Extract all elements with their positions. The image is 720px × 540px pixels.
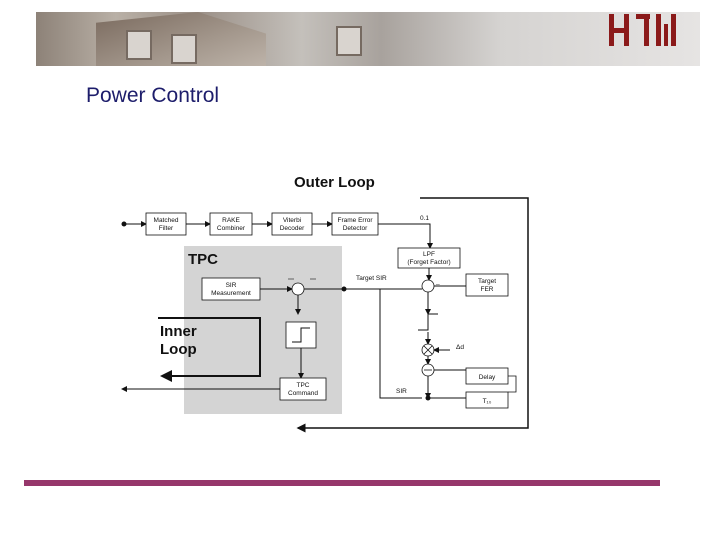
outer-loop-wire (296, 197, 529, 433)
target-fer-block (465, 273, 509, 297)
tpc-label: TPC (188, 251, 218, 268)
sir-measurement-label: SIR (226, 282, 237, 289)
target-sir-label: Target SIR (356, 275, 387, 282)
target-fer-label: Target (478, 278, 496, 285)
outer-loop-label: Outer Loop (294, 174, 375, 191)
sir-label: SIR (396, 388, 407, 395)
matched-filter-label: Matched (154, 217, 179, 224)
delay-label: Delay (479, 374, 496, 381)
t-block (465, 391, 509, 409)
target-junction (421, 279, 435, 293)
inner-step-icon (292, 327, 310, 343)
delta-label: Δd (456, 344, 464, 351)
gain-label: 0.1 (420, 215, 429, 222)
frame-error-detector-label: Detector (343, 225, 368, 232)
rake-combiner-label: Combiner (217, 225, 246, 232)
inner-loop-label: Loop (160, 341, 197, 358)
rake-combiner-label: RAKE (222, 217, 240, 224)
inner-loop-wire (158, 317, 261, 382)
viterbi-decoder-label: Decoder (280, 225, 305, 232)
t-block-label: T₁₀ (483, 398, 492, 405)
lpf-label: (Forget Factor) (407, 259, 450, 266)
banner-window (336, 26, 362, 56)
header-banner (36, 12, 700, 66)
inner-loop-label: Inner (160, 323, 197, 340)
htw-logo (609, 14, 676, 46)
svg-text:_: _ (435, 278, 440, 285)
power-control-diagram: Outer Loop Matched Filter RAKE Combiner … (121, 174, 529, 433)
tpc-command-label: TPC (297, 382, 310, 389)
matched-filter-label: Filter (159, 225, 174, 232)
sum-junction (291, 282, 305, 296)
banner-window (171, 34, 197, 64)
viterbi-decoder-label: Viterbi (283, 217, 301, 224)
banner-window (126, 30, 152, 60)
frame-error-detector-label: Frame Error (337, 217, 373, 224)
footer-divider (24, 480, 660, 486)
target-fer-label: FER (481, 286, 494, 293)
tpc-command-label: Command (288, 390, 318, 397)
page-title: Power Control (86, 84, 220, 107)
sir-measurement-label: Measurement (211, 290, 251, 297)
lpf-label: LPF (423, 251, 435, 258)
outer-step-icon (418, 313, 438, 331)
